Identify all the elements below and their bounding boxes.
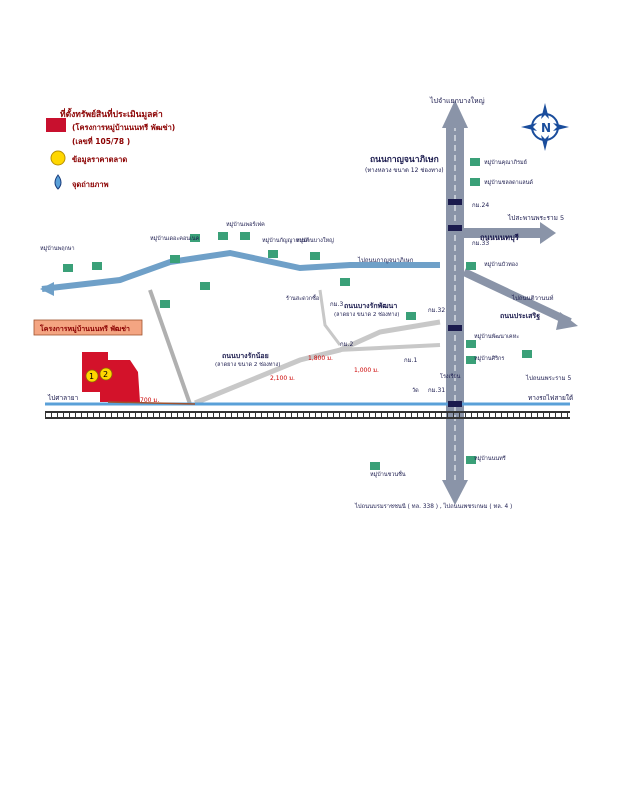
place-3: หมู่บ้านเดอะคอนเนค xyxy=(150,235,200,242)
main-road-sub: (ทางหลวง ขนาด 12 ช่องทาง) xyxy=(365,167,444,174)
railway xyxy=(45,411,570,419)
to-west-road-label: ไปถนนกาญจนาภิเษก xyxy=(357,256,414,264)
legend-project: (โครงการหมู่บ้านนนทรี พัฒช่า) xyxy=(72,122,175,133)
km-33: กม.33 xyxy=(472,240,489,247)
main-road xyxy=(442,100,468,505)
dist-700: 700 ม. xyxy=(140,397,159,404)
project-area: โครงการหมู่บ้านนนทรี พัฒช่า 1 2 xyxy=(33,319,196,405)
km-24: กม.24 xyxy=(472,202,489,209)
place-2: หมู่บ้านพฤกษา xyxy=(40,245,75,252)
village-icons xyxy=(63,158,532,470)
place-0: หมู่บ้านคุณาภิรมย์ xyxy=(484,159,527,166)
legend-market-label: ข้อมูลราคาตลาด xyxy=(72,155,127,165)
bang-rak-label: ถนนบางรักพัฒนา xyxy=(344,302,397,310)
market-point-2: 2 xyxy=(99,367,113,381)
place-11: หมู่บ้านพัฒนาเคหะ xyxy=(474,333,519,340)
legend-deed: (เลขที่ 105/78 ) xyxy=(72,135,130,146)
main-road-label: ถนนกาญจนาภิเษก xyxy=(370,154,439,165)
rail-east-label: ทางรถไฟสายใต้ xyxy=(528,394,573,402)
legend-market-dot xyxy=(50,150,66,166)
km-2: กม.2 xyxy=(340,341,353,348)
place-9: วัด xyxy=(412,387,419,394)
place-12: หมู่บ้านศิริกร xyxy=(474,355,504,362)
place-13: หมู่บ้านนนทรี xyxy=(474,455,506,462)
place-8: โรงเรียน xyxy=(440,372,461,380)
north-arrow-icon: N xyxy=(521,103,569,151)
to-east-label: ไปสะพานพระราม 5 xyxy=(507,214,564,222)
place-1: หมู่บ้านชลลดาแลนด์ xyxy=(484,179,533,186)
place-7: ร้านสะดวกซื้อ xyxy=(286,294,319,302)
to-east3-label: ไปถนนพระราม 5 xyxy=(525,374,572,382)
place-4: หมู่บ้านเพอร์เฟค xyxy=(226,221,265,228)
svg-text:1: 1 xyxy=(89,372,94,381)
soi-road-label: ถนนประเสริฐ xyxy=(500,312,540,321)
to-north-label: ไปจำแยกบางใหญ่ xyxy=(429,96,485,105)
bottom-direction-label: ไปถนนบรมราชชนนี ( ทล. 338 ) , ไปถนนเพชรเ… xyxy=(354,502,512,510)
camera-point-icon xyxy=(54,174,62,190)
project-box-label: โครงการหมู่บ้านนนทรี พัฒช่า xyxy=(39,324,130,334)
legend-title: ที่ตั้งทรัพย์สินที่ประเมินมูลค่า xyxy=(60,107,163,120)
dist-2100: 2,100 ม. xyxy=(270,375,295,382)
km-31: กม.31 xyxy=(428,387,445,394)
place-14: หมู่บ้านชวนชื่น xyxy=(370,470,406,478)
nonthaburi-road-label: ถนนนนทบุรี xyxy=(480,233,520,242)
legend-photo-label: จุดถ่ายภาพ xyxy=(72,180,109,189)
bang-rak-road xyxy=(194,289,441,406)
chai-road-label: ถนนบางรักน้อย xyxy=(222,351,269,360)
dist-1000: 1,000 ม. xyxy=(354,367,379,374)
km-32: กม.32 xyxy=(428,307,445,314)
place-5: หมู่บ้านกัญญากานต์ xyxy=(262,237,310,244)
intersections xyxy=(448,199,462,407)
west-road xyxy=(40,249,440,296)
km-1: กม.1 xyxy=(404,357,417,364)
place-6: หมู่บ้านบางใหญ่ xyxy=(296,237,334,244)
km-3: กม.3 xyxy=(330,301,343,308)
legend: ที่ตั้งทรัพย์สินที่ประเมินมูลค่า (โครงกา… xyxy=(46,107,175,190)
market-point-1: 1 xyxy=(85,369,99,383)
chai-road-sub: (ลาดยาง ขนาด 2 ช่องทาง) xyxy=(215,361,280,368)
to-east2-label: ไปถนนติวานนท์ xyxy=(511,294,554,302)
to-west-rail-label: ไปศาลายา xyxy=(47,394,79,402)
diagonal-soi xyxy=(148,289,192,405)
place-10: หมู่บ้านบัวทอง xyxy=(484,261,518,268)
bang-rak-sub: (ลาดยาง ขนาด 2 ช่องทาง) xyxy=(334,311,399,318)
dist-1800: 1,800 ม. xyxy=(308,355,333,362)
ne-road xyxy=(462,268,578,330)
north-letter: N xyxy=(541,121,551,135)
east-road xyxy=(464,222,556,244)
legend-red-swatch xyxy=(46,118,66,132)
svg-text:2: 2 xyxy=(103,370,108,379)
